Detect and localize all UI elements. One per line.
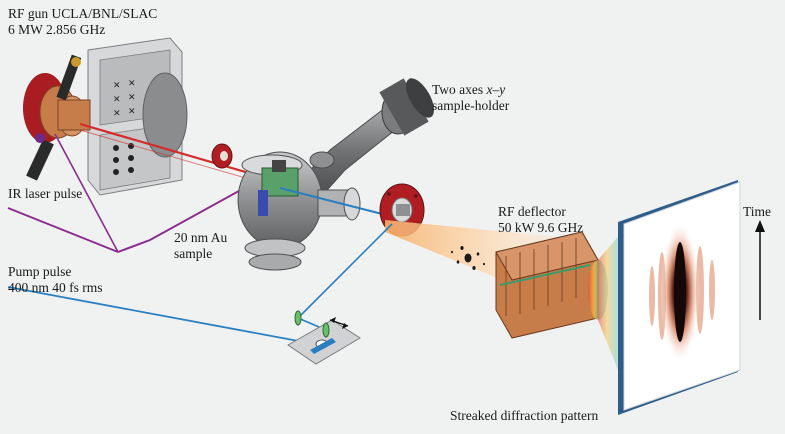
rf-deflector-label-line1: RF deflector (498, 204, 566, 219)
sample-holder-prefix: Two axes (432, 82, 487, 97)
sample-holder-axes: x–y (486, 82, 506, 97)
rf-gun-label-line2: 6 MW 2.856 GHz (8, 22, 106, 37)
svg-text:✕: ✕ (113, 95, 121, 105)
double-arrow-icon (329, 317, 349, 329)
delay-stage-icon (287, 310, 361, 365)
sample-holder-label-line1: Two axes x–y (432, 82, 505, 97)
rf-deflector-label-line2: 50 kW 9.6 GHz (498, 220, 584, 235)
pump-pulse-label-line1: Pump pulse (8, 264, 72, 279)
time-arrow-icon (755, 220, 765, 320)
ir-laser-label: IR laser pulse (8, 186, 83, 201)
diffraction-spots (451, 246, 485, 270)
svg-text:✕: ✕ (128, 93, 136, 103)
svg-text:✕: ✕ (113, 81, 121, 91)
rf-gun-label-line1: RF gun UCLA/BNL/SLAC (8, 6, 158, 21)
svg-text:✕: ✕ (128, 107, 136, 117)
svg-text:✕: ✕ (128, 79, 136, 89)
sample-holder-icon (299, 78, 434, 199)
ir-laser-beam (117, 174, 269, 253)
flange-icon (211, 143, 233, 169)
sample-holder-label-line2: sample-holder (432, 98, 510, 113)
pump-pulse-label-line2: 400 nm 40 fs rms (8, 280, 103, 295)
au-sample-label-line2: sample (174, 246, 213, 261)
svg-text:✕: ✕ (113, 109, 121, 119)
au-sample-label-line1: 20 nm Au (174, 230, 228, 245)
rf-deflector-icon (495, 231, 608, 339)
streaked-pattern-label: Streaked diffraction pattern (450, 408, 599, 423)
pump-pulse-beam (7, 286, 321, 346)
time-axis-label: Time (743, 204, 772, 219)
rf-gun-icon: ✕ ✕ ✕ ✕ ✕ ✕ (23, 37, 188, 196)
detector-screen-icon (618, 180, 741, 415)
vacuum-chamber-icon (237, 151, 361, 271)
